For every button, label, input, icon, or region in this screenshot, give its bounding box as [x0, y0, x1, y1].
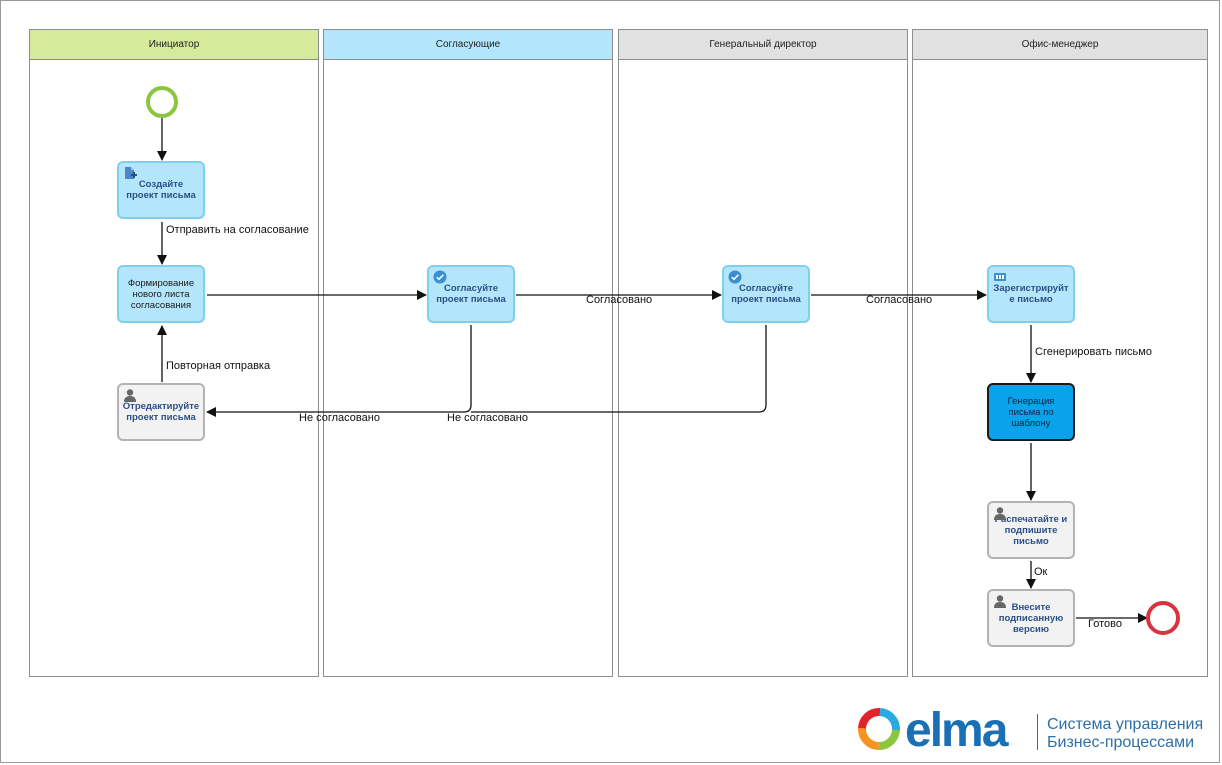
task-approve-director[interactable]: Согласуйте проект письма [722, 265, 810, 323]
logo-tagline-line1: Система управления [1047, 716, 1204, 733]
task-create-draft[interactable]: Создайте проект письма [117, 161, 205, 219]
elma-logo-icon [858, 708, 900, 750]
logo-tagline-line2: Бизнес-процессами [1047, 734, 1195, 751]
task-label: Согласуйте проект письма [731, 283, 801, 305]
edge-label-approved-2: Согласовано [866, 294, 933, 306]
lane-title-office-manager: Офис-менеджер [913, 30, 1207, 60]
task-upload-signed[interactable]: Внесите подписанную версию [987, 589, 1075, 647]
task-label: Генерация письма по шаблону [1007, 395, 1055, 429]
edge-label-not-approved-1: Не согласовано [299, 412, 380, 424]
task-label: Отредактируйте проект письма [122, 401, 200, 423]
register-icon [994, 273, 1006, 281]
check-circle-icon [433, 270, 447, 284]
task-form-sheet[interactable]: Формирование нового листа согласования [117, 265, 205, 323]
edge-label-not-approved-2: Не согласовано [447, 412, 528, 424]
edge-label-approved-1: Согласовано [586, 294, 653, 306]
check-circle-icon [728, 270, 742, 284]
edge-label-send-for-approval: Отправить на согласование [166, 224, 309, 236]
task-print-sign[interactable]: Распечатайте и подпишите письмо [987, 501, 1075, 559]
flow-director-reject [471, 325, 767, 413]
user-icon [124, 389, 136, 402]
lane-initiator: Инициатор [29, 29, 319, 677]
task-approve-reviewers[interactable]: Согласуйте проект письма [427, 265, 515, 323]
lane-director: Генеральный директор [618, 29, 908, 677]
lane-office-manager: Офис-менеджер [912, 29, 1208, 677]
user-icon [994, 595, 1006, 608]
elma-brand-text: elma [905, 708, 1009, 754]
task-edit-draft[interactable]: Отредактируйте проект письма [117, 383, 205, 441]
end-event [1146, 601, 1180, 635]
task-register-letter[interactable]: Зарегистрируйт е письмо [987, 265, 1075, 323]
edge-label-done: Готово [1088, 618, 1122, 630]
lane-title-director: Генеральный директор [619, 30, 907, 60]
task-label: Распечатайте и подпишите письмо [994, 513, 1068, 547]
task-label: Создайте проект письма [126, 179, 196, 201]
task-label: Зарегистрируйт е письмо [993, 283, 1069, 305]
elma-wordmark: elma [905, 708, 1011, 754]
task-label: Формирование нового листа согласования [127, 277, 195, 311]
task-label: Согласуйте проект письма [436, 283, 506, 305]
edge-label-generate: Сгенерировать письмо [1035, 346, 1152, 358]
task-label: Внесите подписанную версию [998, 601, 1064, 635]
logo-divider [1037, 714, 1038, 750]
start-event [146, 86, 178, 118]
task-generate-letter[interactable]: Генерация письма по шаблону [987, 383, 1075, 441]
document-add-icon [125, 167, 137, 179]
edge-label-ok: Ок [1034, 566, 1048, 578]
lane-title-initiator: Инициатор [30, 30, 318, 60]
lane-reviewers: Согласующие [323, 29, 613, 677]
edge-label-resend: Повторная отправка [166, 360, 271, 372]
lane-title-reviewers: Согласующие [324, 30, 612, 60]
user-icon [994, 507, 1006, 520]
flow-reviewers-reject [206, 325, 472, 417]
